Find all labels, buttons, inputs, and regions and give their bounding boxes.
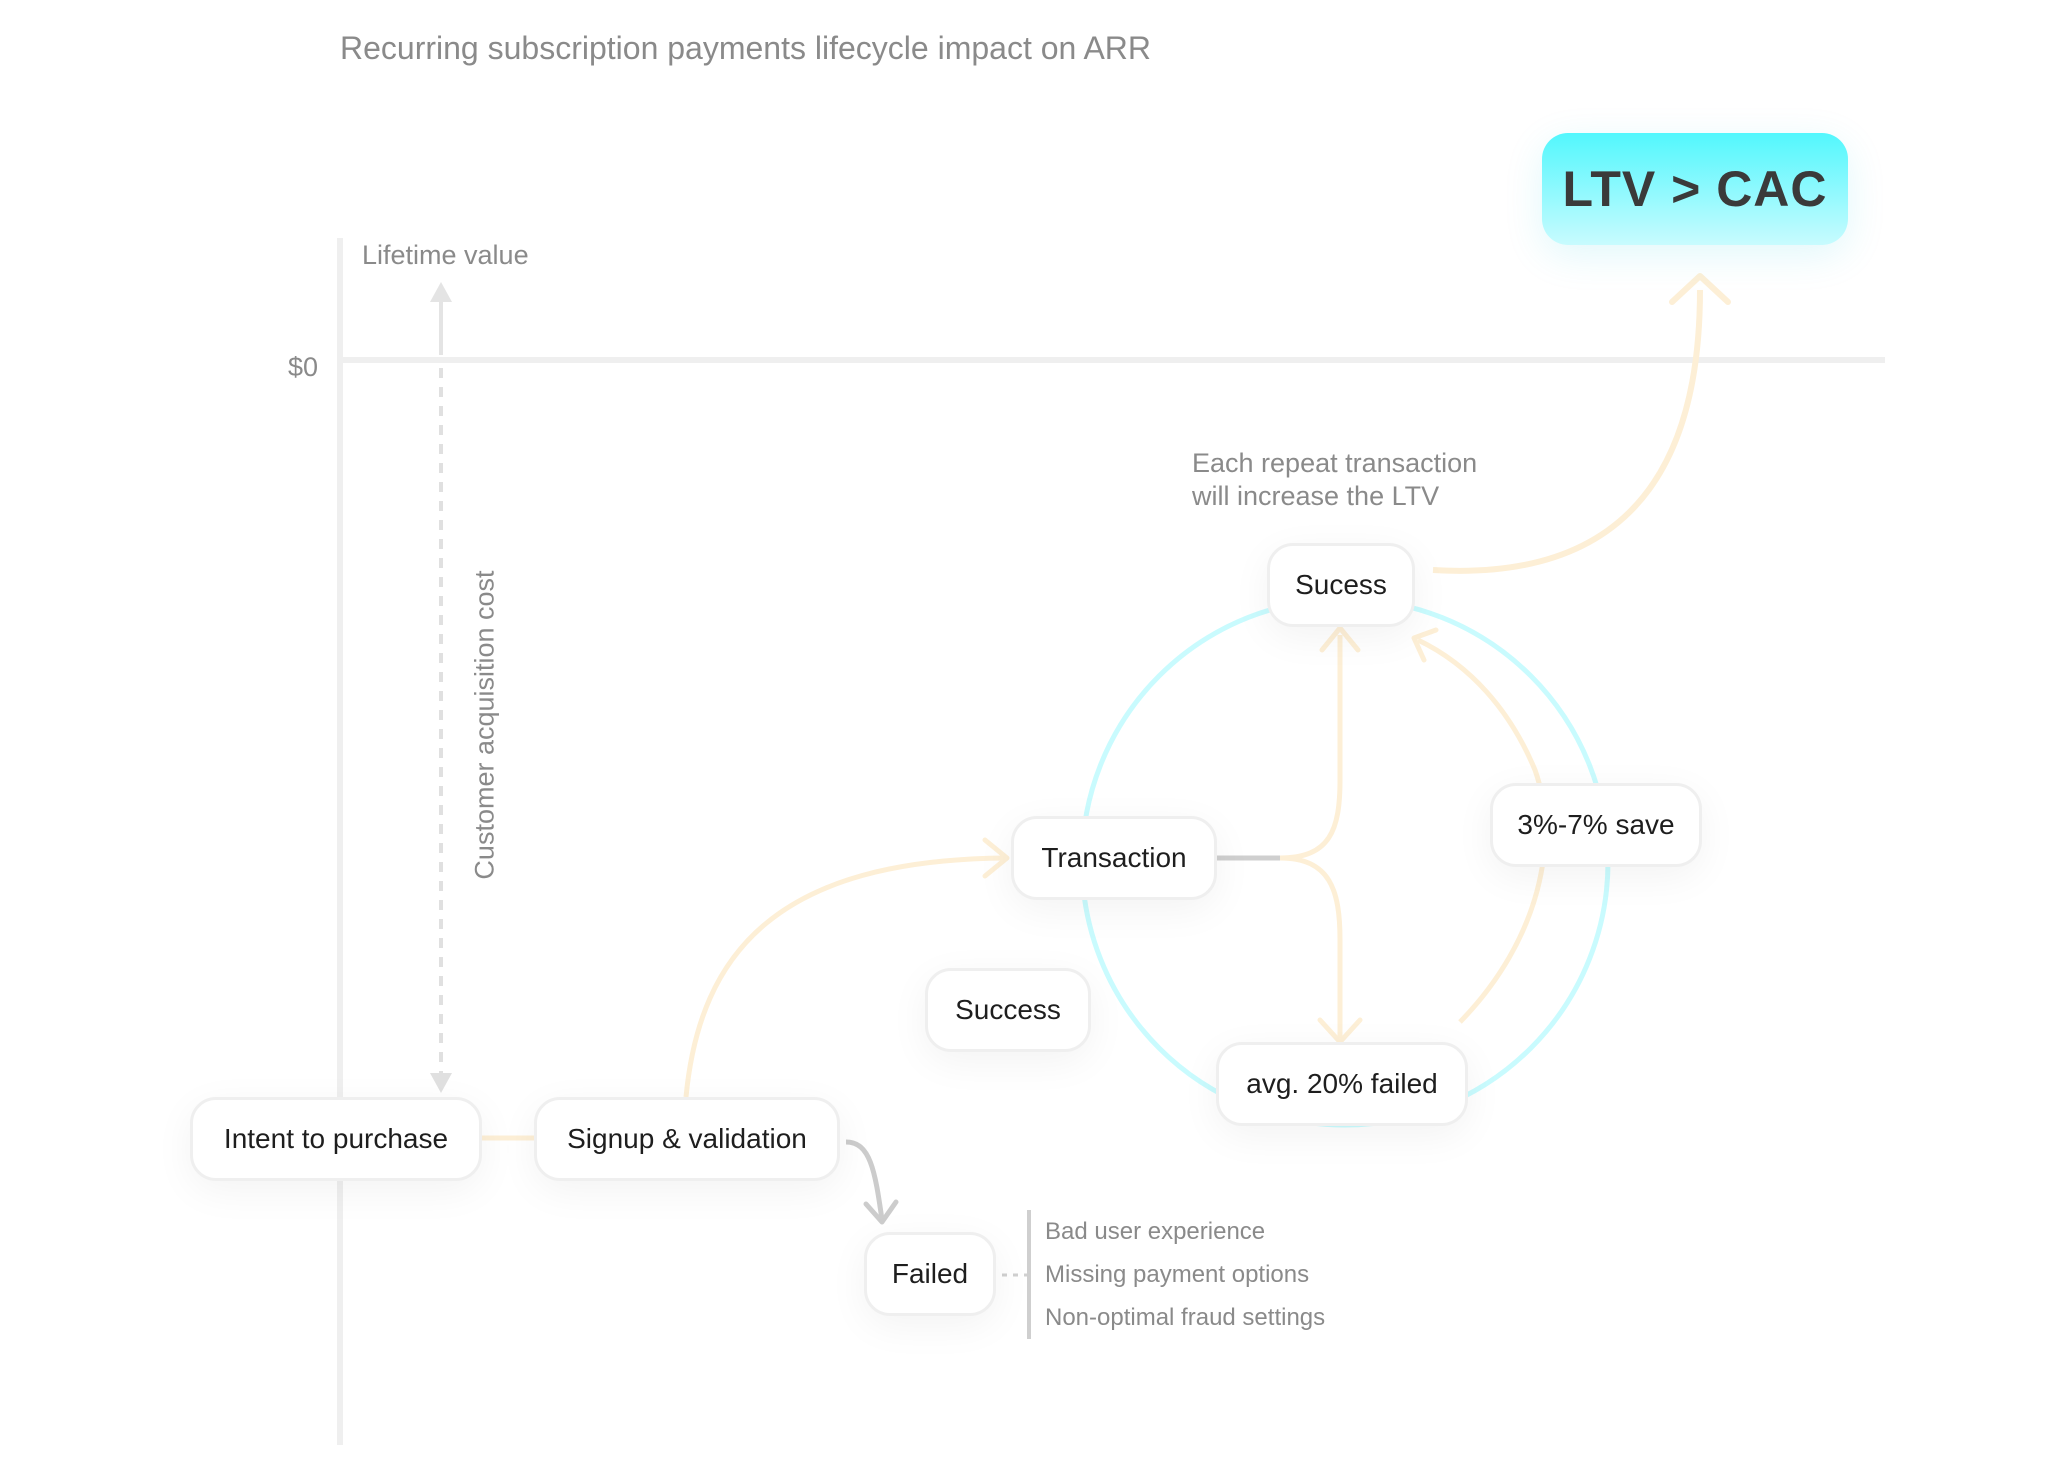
cac-label: Customer acquisition cost — [469, 570, 500, 880]
annotation-line-1: Each repeat transaction — [1192, 448, 1478, 478]
y-axis-label: Lifetime value — [362, 240, 529, 270]
node-success-initial[interactable]: Success — [925, 968, 1091, 1052]
node-intent-to-purchase[interactable]: Intent to purchase — [190, 1097, 482, 1181]
node-success-loop[interactable]: Sucess — [1267, 543, 1415, 627]
node-signup-validation[interactable]: Signup & validation — [534, 1097, 840, 1181]
node-save[interactable]: 3%-7% save — [1490, 783, 1702, 867]
annotation-line-2: will increase the LTV — [1192, 481, 1440, 511]
signup-transaction-arrow — [683, 855, 1006, 1098]
cac-arrow-head-icon — [430, 1073, 452, 1093]
node-avg-failed[interactable]: avg. 20% failed — [1216, 1042, 1468, 1126]
transaction-failed-arrow — [1279, 855, 1343, 1038]
diagram-title: Recurring subscription payments lifecycl… — [340, 30, 1151, 66]
ltv-arrow-head-icon — [430, 282, 452, 302]
success-ltv-arrow — [1432, 289, 1703, 574]
zero-label: $0 — [288, 352, 319, 382]
repeat-transaction-annotation: Each repeat transaction will increase th… — [1192, 447, 1477, 513]
node-transaction[interactable]: Transaction — [1011, 816, 1217, 900]
ltv-cac-outcome: LTV > CAC — [1542, 133, 1848, 245]
save-recovery-arrow — [1416, 637, 1548, 1024]
node-failed[interactable]: Failed — [864, 1232, 996, 1316]
failure-reason: Missing payment options — [1045, 1261, 1310, 1288]
failure-reason: Bad user experience — [1045, 1218, 1266, 1245]
signup-failed-arrow — [845, 1139, 885, 1221]
failure-reasons-list: Bad user experience Missing payment opti… — [1027, 1210, 1325, 1339]
failure-reason: Non-optimal fraud settings — [1045, 1304, 1326, 1331]
transaction-success-arrow — [1279, 635, 1343, 861]
